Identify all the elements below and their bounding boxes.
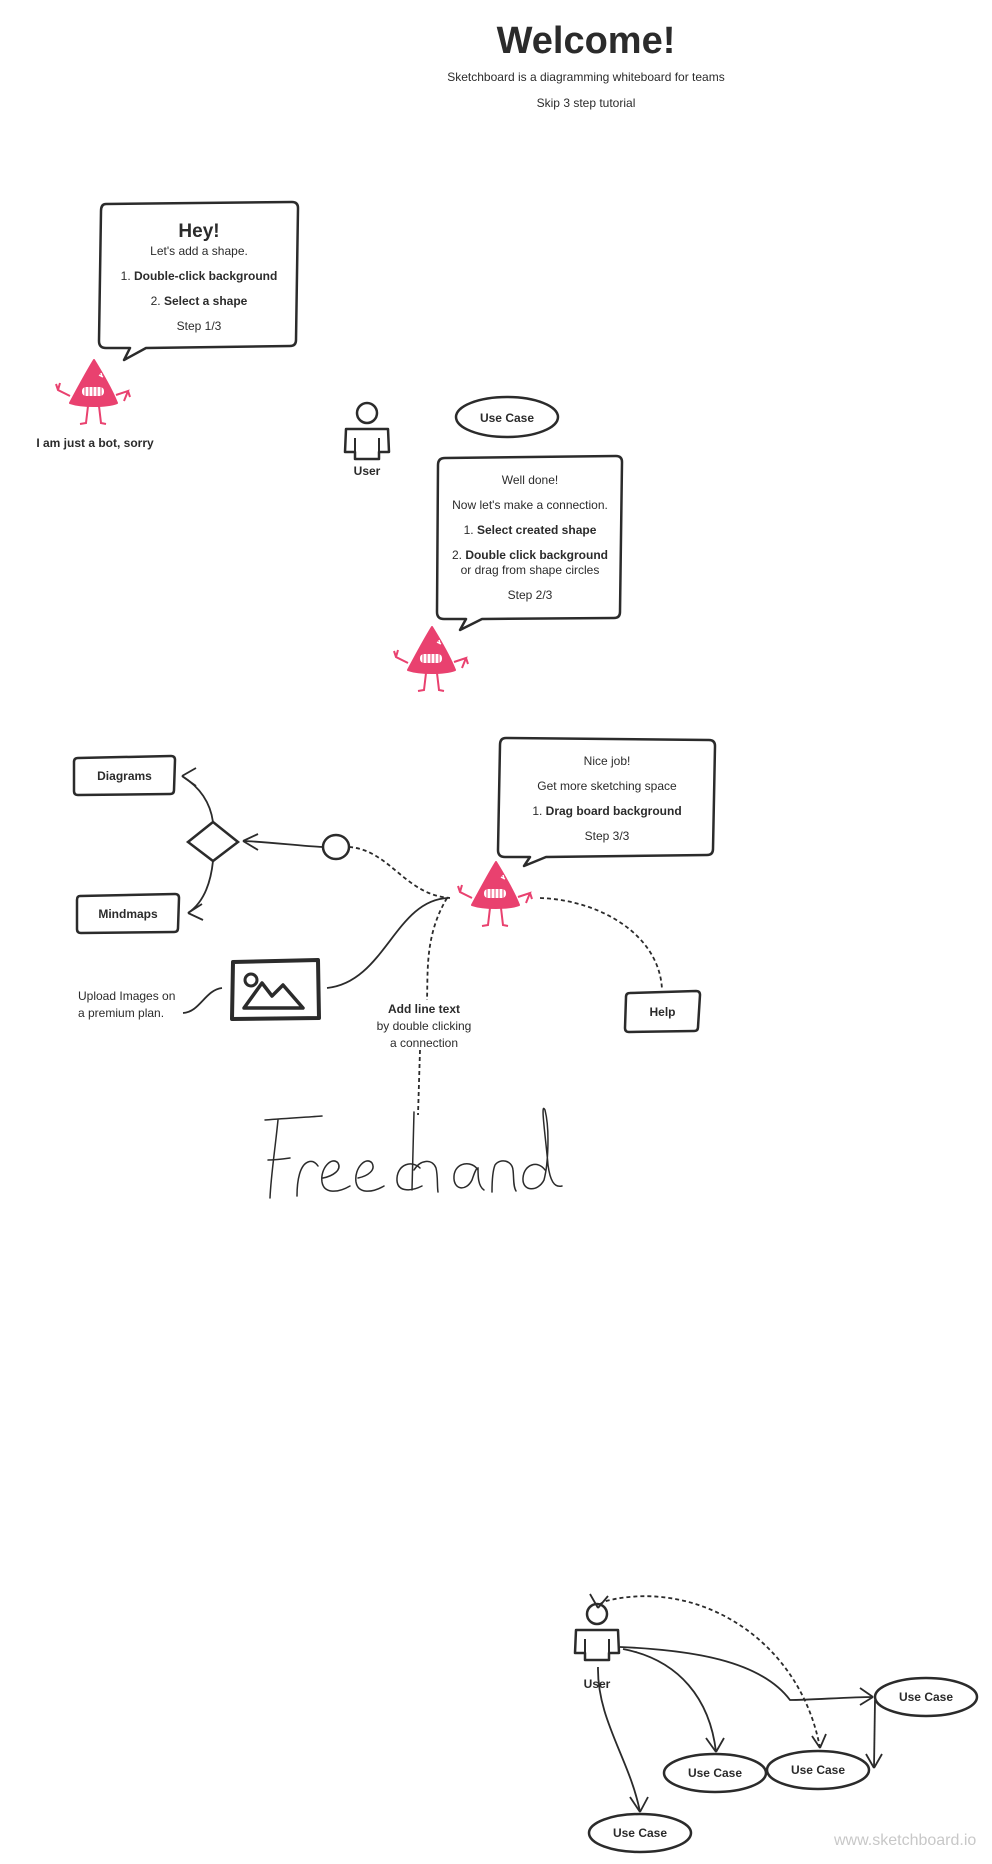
bot-mascot-1 [55,359,131,425]
step2-item1: Select created shape [476,523,597,537]
step1-item2: Select a shape [163,294,248,308]
step1-step-counter: Step 1/3 [176,319,222,333]
diagrams-shape[interactable] [72,754,177,797]
step3-bubble-content: Nice job! Get more sketching space 1. Dr… [502,754,712,844]
step3-line1: Nice job! [583,754,631,768]
step3-step-counter: Step 3/3 [584,829,630,843]
image-icon[interactable] [230,958,321,1021]
step2-line1: Well done! [501,473,559,487]
bottom-user-label: User [583,1677,611,1691]
skip-tutorial-link[interactable]: Skip 3 step tutorial [536,96,636,110]
user-label: User [353,464,381,478]
bot-mascot-3 [457,861,533,927]
step1-item2-prefix: 2. [150,294,164,308]
help-shape[interactable] [623,989,702,1034]
step3-item1: Drag board background [545,804,682,818]
step2-item1-prefix: 1. [463,523,477,537]
mindmaps-label: Mindmaps [98,907,158,921]
speech-bubble-step1 [97,200,300,362]
user-actor-icon-bottom[interactable] [573,1602,621,1662]
page-title: Welcome! [496,20,676,62]
use-case-shape-bottom-1[interactable] [873,1676,979,1718]
decision-diamond-shape[interactable] [185,820,241,863]
bottom-use-case-label-4: Use Case [612,1826,668,1840]
watermark: www.sketchboard.io [834,1832,977,1849]
step1-intro: Let's add a shape. [150,244,248,258]
bottom-use-case-label-3: Use Case [687,1766,743,1780]
line-text-line2: by double clicking [376,1019,472,1033]
step3-line2: Get more sketching space [537,779,677,793]
step2-step-counter: Step 2/3 [507,588,553,602]
step3-item1-prefix: 1. [532,804,546,818]
line-text-note: Add line text by double clicking a conne… [362,1001,486,1052]
step2-item2-sub: or drag from shape circles [460,563,600,577]
page-subtitle: Sketchboard is a diagramming whiteboard … [447,70,725,84]
step2-line2: Now let's make a connection. [452,498,608,512]
step1-item1: Double-click background [133,269,278,283]
use-case-label: Use Case [479,411,535,425]
bottom-use-case-label-2: Use Case [790,1763,846,1777]
freehand-sketch[interactable] [264,1107,563,1199]
upload-note-line2: a premium plan. [78,1006,165,1020]
use-case-shape-bottom-2[interactable] [765,1749,871,1791]
help-label: Help [649,1005,676,1019]
step2-item2: Double click background [465,548,609,562]
step1-bubble-content: Hey! Let's add a shape. 1. Double-click … [102,220,296,334]
line-text-line3: a connection [389,1036,459,1050]
step2-bubble-content: Well done! Now let's make a connection. … [440,473,620,603]
upload-images-note: Upload Images on a premium plan. [78,988,198,1022]
user-actor-icon[interactable] [343,401,391,461]
mindmaps-shape[interactable] [75,892,181,935]
step1-heading: Hey! [178,221,220,242]
circle-shape[interactable] [321,833,351,861]
use-case-shape-bottom-4[interactable] [587,1812,693,1854]
step1-item1-prefix: 1. [120,269,134,283]
speech-bubble-step2 [435,454,624,632]
bot-mascot-2 [393,626,469,692]
line-text-heading: Add line text [387,1002,460,1016]
upload-note-line1: Upload Images on [78,989,176,1003]
diagrams-label: Diagrams [97,769,152,783]
step2-item2-prefix: 2. [451,548,466,562]
bot-caption: I am just a bot, sorry [36,436,154,450]
bottom-use-case-label-1: Use Case [898,1690,954,1704]
speech-bubble-step3 [496,736,717,868]
use-case-shape-bottom-3[interactable] [662,1752,768,1794]
use-case-shape[interactable] [454,395,560,439]
